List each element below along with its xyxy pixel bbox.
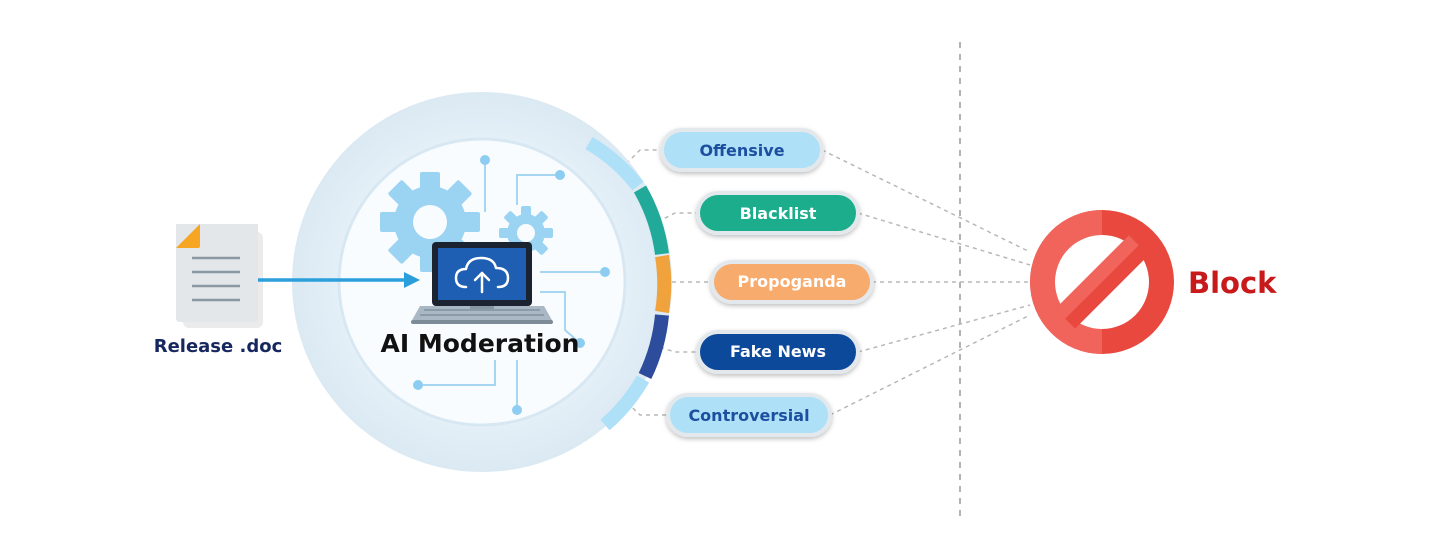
category-label: Fake News [730,342,826,361]
document-icon [176,224,263,328]
cloud-upload-icon [454,256,510,294]
ring-segment-controversial [600,375,650,431]
category-pill-blacklist: Blacklist [696,191,860,235]
category-label: Offensive [699,141,784,160]
category-pill-offensive: Offensive [660,128,824,172]
ring-segment-blacklist [633,185,669,256]
prohibited-icon [1030,210,1174,354]
ring-segment-propoganda [655,254,672,314]
ring-segment-offensive [585,136,644,191]
category-label: Propoganda [738,272,847,291]
category-pill-controversial: Controversial [666,393,832,437]
circuit-traces [420,160,605,410]
circuit-nodes [413,155,610,415]
category-label: Blacklist [740,204,817,223]
flow-arrow [258,272,420,288]
result-label: Block [1188,266,1277,300]
category-label: Controversial [688,406,809,425]
connector-lines [821,149,1031,416]
center-label: AI Moderation [381,329,580,358]
ring-segments [585,136,672,431]
category-pill-propoganda: Propoganda [710,260,874,304]
source-label: Release .doc [154,336,283,357]
ring-segment-fake-news [638,314,669,380]
keyboard-grid [420,309,544,316]
category-pill-fake-news: Fake News [696,330,860,374]
